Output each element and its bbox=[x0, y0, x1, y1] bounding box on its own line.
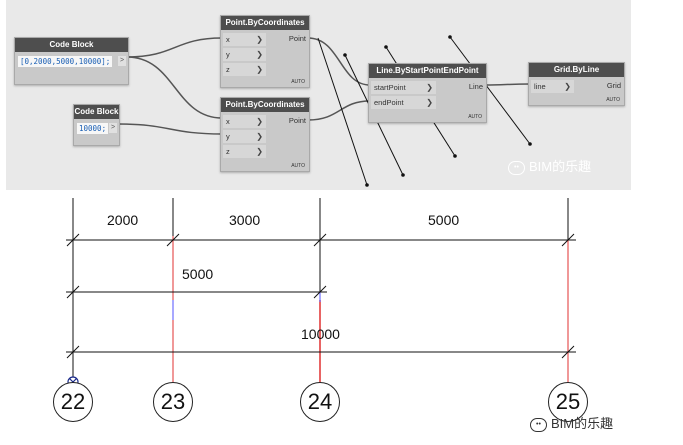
lacing-label: AUTO bbox=[291, 79, 305, 85]
node-title: Grid.ByLine bbox=[529, 63, 624, 77]
output-port-point[interactable]: Point bbox=[288, 34, 306, 43]
dimension-label: 2000 bbox=[107, 212, 139, 228]
node-title: Code Block bbox=[15, 38, 128, 52]
input-port-line[interactable]: line❯ bbox=[531, 80, 574, 93]
grid-bubble-22[interactable]: 22 bbox=[53, 382, 93, 422]
grid-by-line-node[interactable]: Grid.ByLine line❯ Grid AUTO bbox=[528, 62, 625, 106]
lacing-label: AUTO bbox=[606, 97, 620, 103]
point-by-coordinates-node-2[interactable]: Point.ByCoordinates x❯ y❯ z❯ Point AUTO bbox=[220, 97, 310, 172]
output-port-point[interactable]: Point bbox=[288, 116, 306, 125]
output-port-line[interactable]: Line bbox=[468, 82, 483, 91]
point-by-coordinates-node-1[interactable]: Point.ByCoordinates x❯ y❯ z❯ Point AUTO bbox=[220, 15, 310, 88]
grid-bubble-23[interactable]: 23 bbox=[153, 382, 193, 422]
watermark-bottom: ••BIM的乐趣 bbox=[530, 413, 613, 432]
output-port[interactable]: > bbox=[109, 123, 117, 133]
input-port-endpoint[interactable]: endPoint❯ bbox=[371, 96, 436, 109]
grid-bubble-25[interactable]: 25 bbox=[548, 382, 588, 422]
code-block-node-2[interactable]: Code Block 10000; > bbox=[73, 104, 120, 146]
code-block-node-1[interactable]: Code Block [0,2000,5000,10000]; > bbox=[14, 37, 129, 85]
output-port-grid[interactable]: Grid bbox=[606, 81, 621, 90]
node-title: Code Block bbox=[74, 105, 119, 119]
dimension-label: 10000 bbox=[301, 326, 340, 342]
input-port-z[interactable]: z❯ bbox=[223, 63, 266, 76]
node-title: Point.ByCoordinates bbox=[221, 16, 309, 30]
dimension-label: 3000 bbox=[229, 212, 261, 228]
chat-bubble-icon: •• bbox=[508, 160, 525, 175]
input-port-z[interactable]: z❯ bbox=[223, 145, 266, 158]
output-port[interactable]: > bbox=[118, 56, 126, 66]
node-title: Point.ByCoordinates bbox=[221, 98, 309, 112]
input-port-x[interactable]: x❯ bbox=[223, 33, 266, 46]
code-text[interactable]: 10000; bbox=[77, 123, 109, 134]
lacing-label: AUTO bbox=[468, 114, 482, 120]
line-by-start-end-node[interactable]: Line.ByStartPointEndPoint startPoint❯ en… bbox=[368, 63, 487, 123]
chat-bubble-icon: •• bbox=[530, 417, 547, 432]
watermark-top: ••BIM的乐趣 bbox=[508, 156, 591, 175]
input-port-y[interactable]: y❯ bbox=[223, 130, 266, 143]
dimension-label: 5000 bbox=[428, 212, 460, 228]
node-title: Line.ByStartPointEndPoint bbox=[369, 64, 486, 78]
dimension-label: 5000 bbox=[182, 266, 214, 282]
grid-bubble-24[interactable]: 24 bbox=[300, 382, 340, 422]
code-text[interactable]: [0,2000,5000,10000]; bbox=[18, 56, 113, 67]
input-port-y[interactable]: y❯ bbox=[223, 48, 266, 61]
input-port-startpoint[interactable]: startPoint❯ bbox=[371, 81, 436, 94]
input-port-x[interactable]: x❯ bbox=[223, 115, 266, 128]
lacing-label: AUTO bbox=[291, 163, 305, 169]
